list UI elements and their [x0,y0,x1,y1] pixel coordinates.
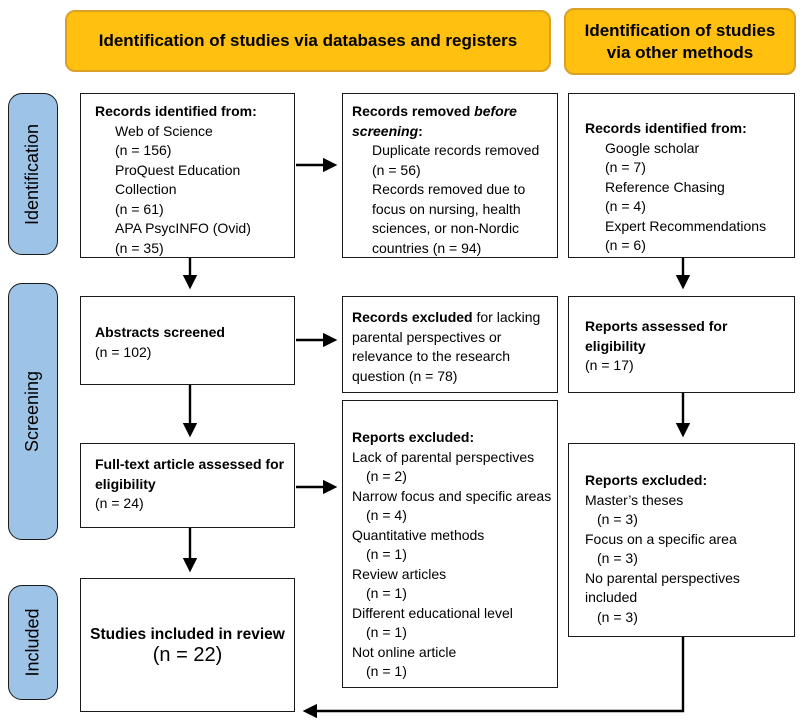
box-line: Google scholar [605,139,700,156]
box-title: Reports assessed for eligibility [585,318,728,354]
box-lines: Lack of parental perspectives (n = 2) Narr… [352,448,553,682]
box-line: sciences, or non-Nordic [372,220,520,236]
box-line: (n = 6) [605,237,646,253]
box-line: (n = 2) [366,468,407,484]
box-title: Abstracts screened [95,324,225,340]
box-line: Narrow focus and specific areas [352,487,552,504]
box-count: (n = 22) [152,644,223,666]
box-line: (n = 1) [366,663,407,679]
box-abstracts-screened: Abstracts screened (n = 102) [80,296,295,385]
title-part: : [418,122,423,139]
box-records-excluded: Records excluded for lacking parental pe… [342,296,558,393]
box-text: for lacking parental perspectives or rel… [352,309,541,384]
box-lines: Master’s theses (n = 3) Focus on a specifi… [585,491,786,628]
box-reports-excluded-databases: Reports excluded: Lack of parental persp… [342,400,558,688]
box-line: APA PsycINFO (Ovid) [115,220,251,236]
box-records-identified-databases: Records identified from: Web of Science (… [80,93,295,258]
stage-label-screening: Screening [8,283,58,540]
box-reports-assessed-eligibility: Reports assessed for eligibility (n = 17… [568,296,795,393]
box-line: (n = 1) [366,585,407,601]
box-count: (n = 24) [95,495,144,511]
box-line: Reference Chasing [605,178,725,195]
box-line: Web of Science [115,122,213,139]
header-other-methods: Identification of studies via other meth… [564,8,796,75]
box-line: ProQuest Education [115,161,241,178]
box-line: (n = 1) [366,624,407,640]
box-line: Expert Recommendations [605,217,767,234]
box-title: Studies included in review [90,625,285,643]
box-line: (n = 3) [597,550,638,566]
box-title: Records identified from: [95,103,257,119]
box-title: Reports excluded: [585,472,708,488]
box-line: focus on nursing, health [372,200,521,217]
stage-label-identification: Identification [8,93,58,255]
box-records-removed-before-screening: Records removed before screening: Duplic… [342,93,558,258]
stage-label-text: Identification [22,123,43,225]
box-line: (n = 156) [115,142,172,158]
box-line: Review articles [352,565,447,582]
stage-label-text: Included [22,608,43,677]
box-title: Records removed before screening: [352,102,553,141]
box-title: Records identified from: [585,120,747,136]
box-line: Records removed due to [372,181,526,197]
box-line: Master’s theses [585,491,684,508]
stage-label-included: Included [8,585,58,700]
box-line: Focus on a specific area [585,530,737,547]
box-title: Full-text article assessed for eligibili… [95,456,285,492]
box-fulltext-assessed-eligibility: Full-text article assessed for eligibili… [80,443,295,528]
box-reports-excluded-other: Reports excluded: Master’s theses (n = 3)… [568,443,795,637]
box-count: (n = 102) [95,343,152,360]
box-title: Records excluded [352,309,473,325]
box-line: Lack of parental perspectives [352,448,535,465]
box-line: Quantitative methods [352,526,485,543]
header-databases-registers: Identification of studies via databases … [65,10,551,72]
box-line: Different educational level [352,604,513,621]
title-part-italic: before screening [352,103,517,139]
box-lines: Google scholar (n = 7) Reference Chasing (n… [585,139,788,256]
box-line: (n = 3) [597,608,638,625]
box-line: (n = 56) [372,161,421,178]
box-line: countries (n = 94) [372,239,482,256]
box-line: (n = 3) [597,511,638,527]
box-line: Duplicate records removed [372,142,540,158]
box-line: (n = 35) [115,239,164,256]
box-line: included [585,589,638,605]
box-count: (n = 17) [585,357,634,374]
title-part: Records removed [352,103,475,119]
box-line: Collection [115,181,177,197]
box-line: (n = 4) [605,198,646,214]
box-line: (n = 1) [366,546,407,562]
box-lines: Duplicate records removed (n = 56) Records… [352,141,553,258]
box-line: No parental perspectives [585,569,740,586]
box-line: (n = 61) [115,200,164,217]
box-studies-included-review: Studies included in review (n = 22) [80,578,295,712]
box-line: Not online article [352,643,457,660]
box-lines: Web of Science (n = 156) ProQuest Educatio… [95,122,288,259]
stage-label-text: Screening [22,370,43,453]
box-records-identified-other: Records identified from: Google scholar (… [568,93,795,258]
box-title: Reports excluded: [352,429,475,445]
box-line: (n = 7) [605,159,646,175]
box-line: (n = 4) [366,507,407,523]
